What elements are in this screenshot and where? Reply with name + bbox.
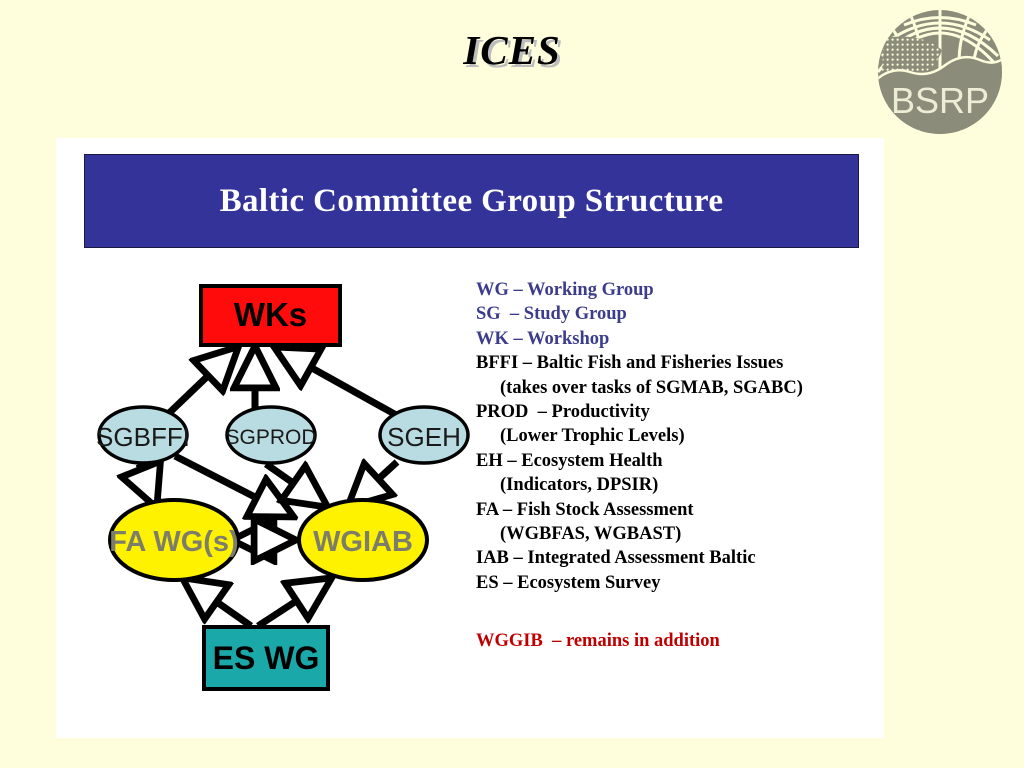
slide-content-card: Baltic Committee Group Structure (56, 138, 884, 738)
bsrp-logo: BSRP (876, 8, 1004, 136)
edge-sgbffi-to-wks (163, 348, 237, 419)
edge-sgprod-to-wgiab (263, 464, 326, 506)
diagram-node-sgeh[interactable]: SGEH (378, 405, 470, 465)
group-structure-diagram: WKs SGBFFI SGPROD SGEH FA WG(s) (86, 268, 486, 708)
legend-item-wk: WK – Workshop (476, 328, 610, 349)
fawgs-label: FA WG(s) (109, 526, 238, 558)
diagram-node-wks[interactable]: WKs (199, 284, 342, 347)
legend-item-prod-sub: (Lower Trophic Levels) (500, 426, 685, 447)
edge-eswg-to-wgiab (256, 579, 330, 629)
legend-item-es: ES – Ecosystem Survey (476, 572, 661, 593)
edge-eswg-to-fawgs (184, 579, 254, 629)
diagram-node-wgiab[interactable]: WGIAB (297, 498, 429, 582)
sgprod-ellipse[interactable] (225, 405, 317, 465)
edge-sgbffi-to-wgiab (173, 452, 292, 516)
sgbffi-label: SGBFFI (96, 422, 190, 452)
legend-item-fa: FA – Fish Stock Assessment (476, 499, 694, 520)
legend-item-iab: IAB – Integrated Assessment Baltic (476, 548, 756, 569)
banner-title: Baltic Committee Group Structure (219, 182, 724, 219)
sgbffi-ellipse[interactable] (97, 405, 189, 465)
legend-item-sg: SG – Study Group (476, 304, 627, 325)
diagram-node-fawgs[interactable]: FA WG(s) (108, 498, 240, 582)
logo-globe-lines (878, 10, 1002, 134)
legend-item-prod: PROD – Productivity (476, 402, 650, 423)
fawgs-ellipse[interactable] (108, 498, 240, 582)
legend-item-bffi-sub: (takes over tasks of SGMAB, SGABC) (500, 377, 803, 398)
wks-box[interactable] (199, 284, 342, 347)
diagram-node-sgbffi[interactable]: SGBFFI (96, 405, 190, 465)
banner: Baltic Committee Group Structure (84, 154, 859, 248)
legend: WG – Working Group SG – Study Group WK –… (476, 278, 876, 595)
edge-sgeh-to-wks (276, 348, 400, 420)
eswg-label: ES WG (213, 640, 320, 676)
wgiab-ellipse[interactable] (297, 498, 429, 582)
diagram-node-sgprod[interactable]: SGPROD (225, 405, 317, 465)
diagram-edges (139, 348, 400, 629)
sgprod-label: SGPROD (225, 426, 316, 449)
sgeh-ellipse[interactable] (378, 405, 470, 465)
bsrp-logo-text: BSRP (891, 80, 989, 121)
legend-item-bffi: BFFI – Baltic Fish and Fisheries Issues (476, 353, 784, 374)
bsrp-logo-graphic: BSRP (878, 10, 1002, 134)
legend-item-eh-sub: (Indicators, DPSIR) (500, 475, 659, 496)
edge-sgbffi-to-fawgs (139, 464, 156, 506)
legend-item-eh: EH – Ecosystem Health (476, 450, 663, 471)
eswg-box[interactable] (202, 625, 330, 691)
wgiab-label: WGIAB (313, 526, 413, 558)
diagram-node-eswg[interactable]: ES WG (202, 625, 330, 691)
wks-label: WKs (234, 296, 307, 333)
legend-item-wg: WG – Working Group (476, 280, 654, 300)
legend-note-wggib: WGGIB – remains in addition (476, 631, 720, 651)
page-title: ICES (463, 27, 561, 73)
sgeh-label: SGEH (387, 422, 461, 452)
legend-item-fa-sub: (WGBFAS, WGBAST) (500, 524, 682, 545)
